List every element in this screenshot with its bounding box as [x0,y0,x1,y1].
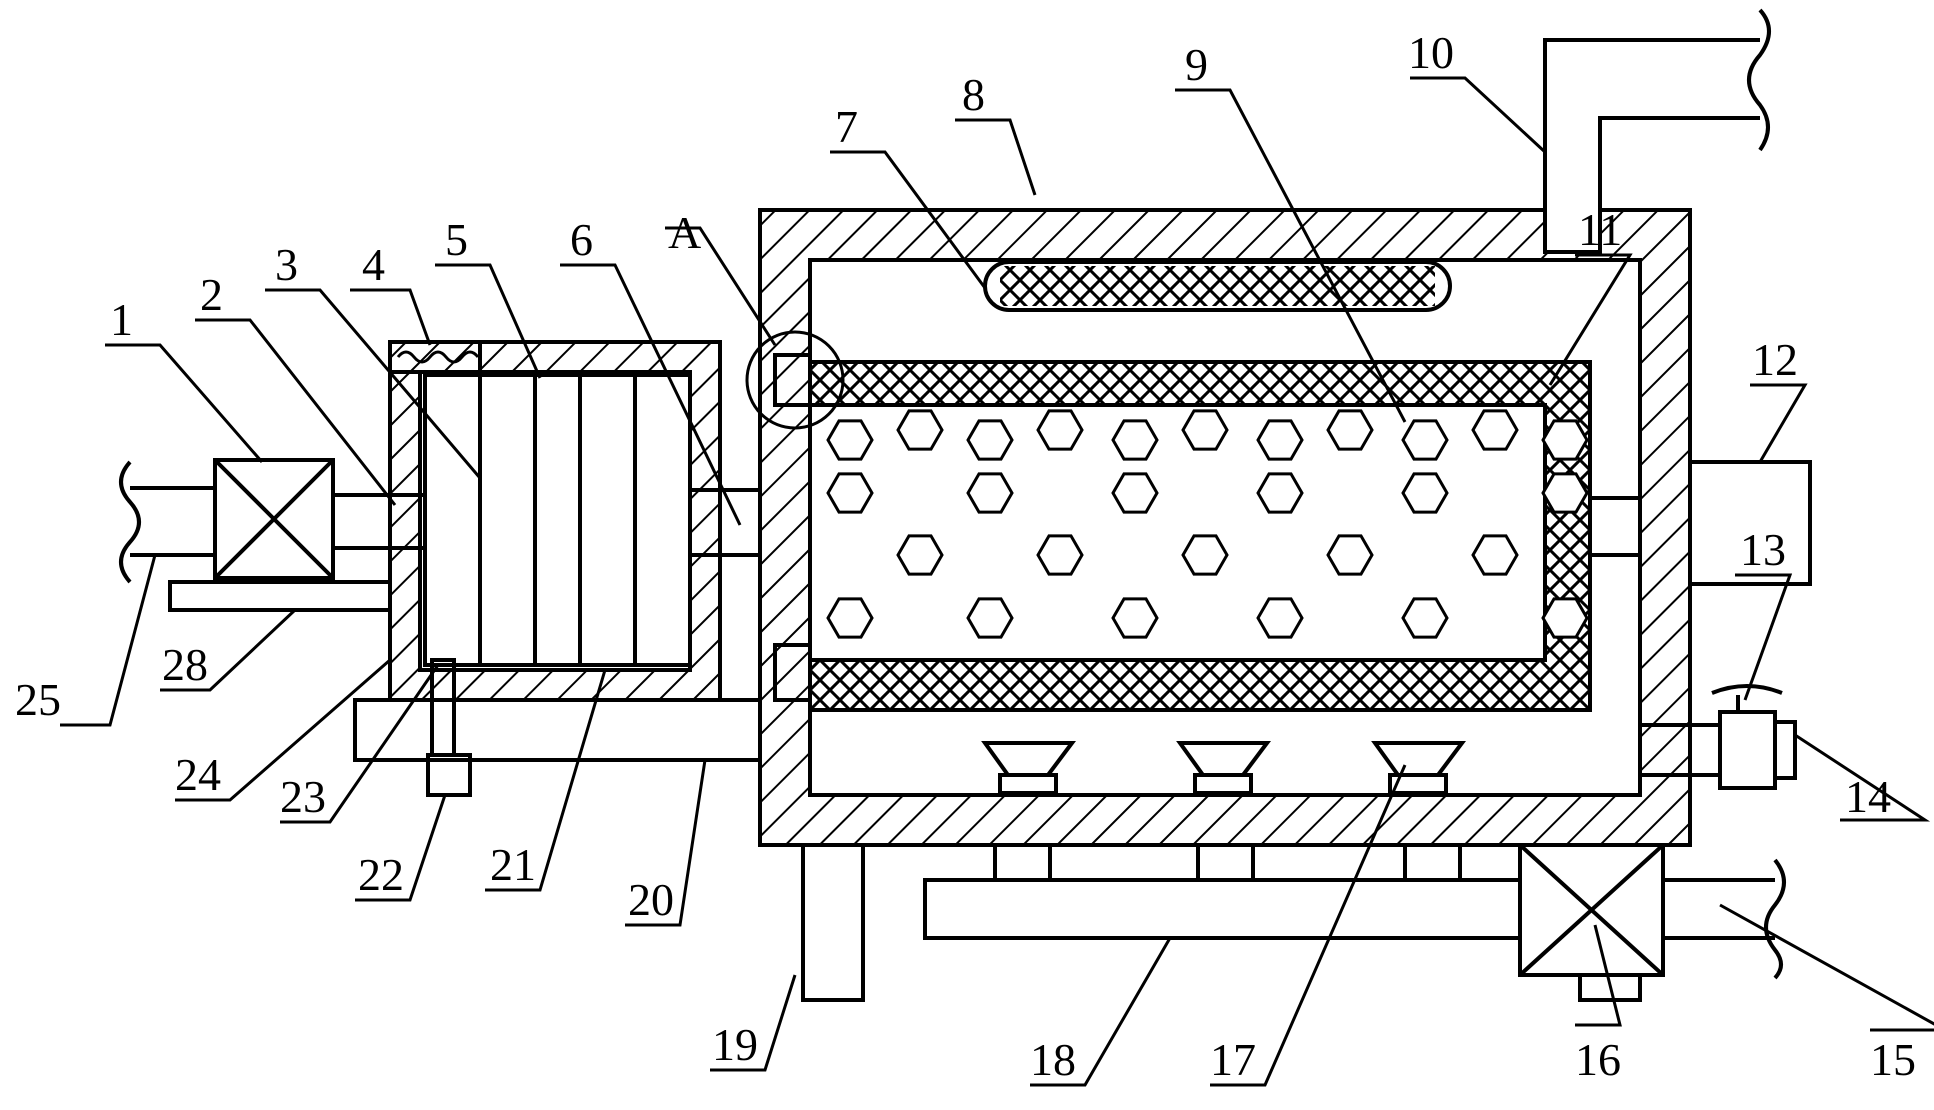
mesh-hole [1181,534,1229,576]
mesh-hole [1326,534,1374,576]
mesh-hole [1541,419,1589,461]
detail-circle-a [745,330,845,430]
label-21: 21 [490,839,536,890]
support-leg [801,843,865,1002]
label-14: 14 [1845,771,1891,822]
mesh-hole [1401,419,1449,461]
bottom-manifold [923,843,1786,1002]
mesh-hole [1256,419,1304,461]
spray-nozzles [981,741,1466,795]
part-labels: 1 2 3 4 5 6 A 7 8 9 10 11 12 13 14 15 16… [15,27,1916,1085]
filter-layer-sparse [533,373,582,667]
label-12: 12 [1752,334,1798,385]
mesh-hole [1401,472,1449,514]
mesh-hole [1541,472,1589,514]
label-7: 7 [835,101,858,152]
label-28: 28 [162,639,208,690]
filter-layer-dense [478,373,537,667]
label-2: 2 [200,269,223,320]
mesh-hole [896,409,944,451]
mesh-hole [1326,409,1374,451]
label-17: 17 [1210,1034,1256,1085]
label-24: 24 [175,749,221,800]
exhaust-pipe [1543,8,1771,210]
label-6: 6 [570,214,593,265]
mesh-hole [1111,472,1159,514]
mesh-hole [1256,597,1304,639]
label-3: 3 [275,239,298,290]
mesh-hole [1111,597,1159,639]
motor-box [1688,460,1812,586]
filter-cap [388,340,482,374]
filter-layer-dots [578,373,637,667]
mesh-hole [966,419,1014,461]
label-23: 23 [280,771,326,822]
main-tank [745,208,1692,847]
drain-plug [426,753,472,797]
support-bar [168,580,392,612]
mesh-hole [826,472,874,514]
label-22: 22 [358,849,404,900]
label-16: 16 [1575,1034,1621,1085]
label-10: 10 [1408,27,1454,78]
connector-pipe [690,488,760,557]
mesh-hole [966,472,1014,514]
label-20: 20 [628,874,674,925]
label-5: 5 [445,214,468,265]
label-11: 11 [1578,204,1622,255]
inlet-pipe [119,458,425,612]
mesh-hole [966,597,1014,639]
mesh-hole [826,597,874,639]
mesh-hole [1036,534,1084,576]
mesh-hole [1256,472,1304,514]
label-8: 8 [962,69,985,120]
label-9: 9 [1185,39,1208,90]
label-1: 1 [110,294,133,345]
mesh-holes [826,409,1589,639]
mesh-hole [1541,597,1589,639]
label-13: 13 [1740,524,1786,575]
label-18: 18 [1030,1034,1076,1085]
mesh-hole [826,419,874,461]
mesh-hole [1471,534,1519,576]
label-15: 15 [1870,1034,1916,1085]
filter-chamber [423,373,482,667]
base-plate [353,698,762,762]
mesh-hole [896,534,944,576]
filter-housing [388,340,722,797]
mesh-hole [1401,597,1449,639]
mesh-hole [1111,419,1159,461]
drain-valve [1640,684,1797,790]
label-19: 19 [712,1019,758,1070]
mesh-hole [1036,409,1084,451]
label-25: 25 [15,674,61,725]
detail-label-a: A [668,207,701,258]
mesh-hole [1181,409,1229,451]
mesh-hole [1471,409,1519,451]
leader-lines [60,76,1934,1087]
label-4: 4 [362,239,385,290]
inlet-valve [213,458,335,580]
